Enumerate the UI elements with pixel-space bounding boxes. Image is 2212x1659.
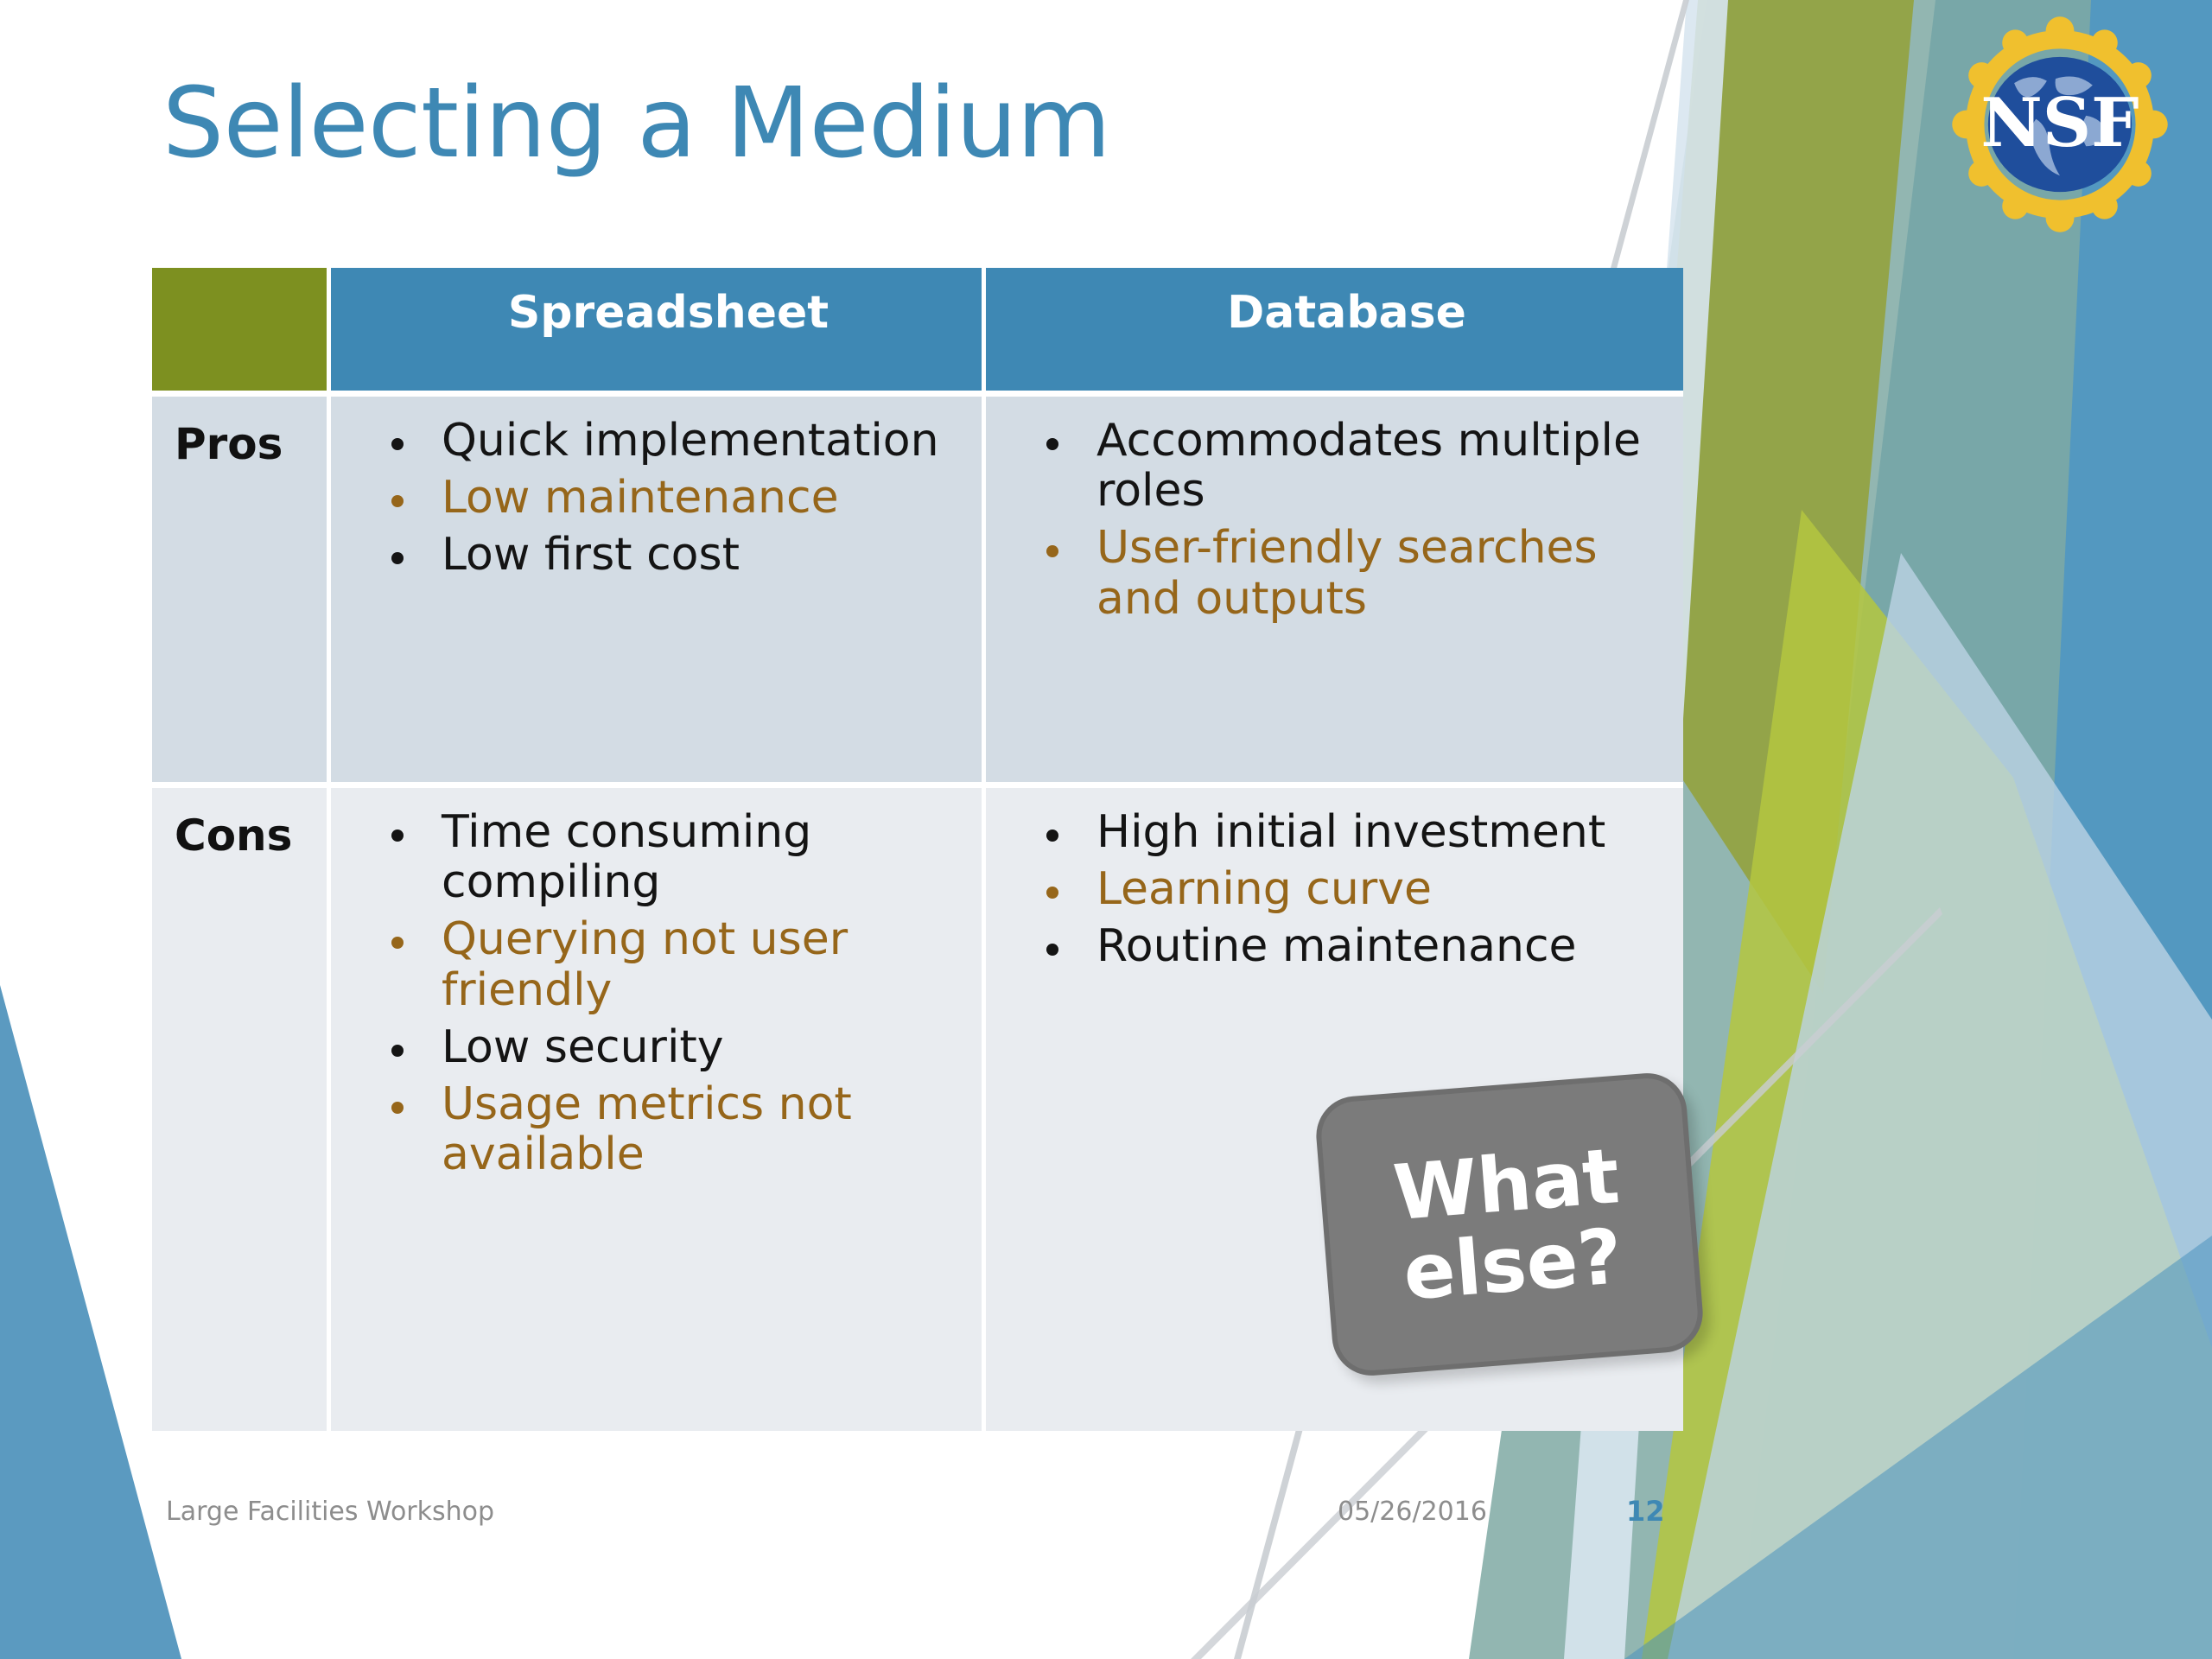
cell-pros-database: Accommodates multiple roles User-friendl…: [986, 391, 1683, 782]
callout-line-2: else?: [1400, 1211, 1625, 1318]
nsf-globe-continents: [2014, 76, 2108, 176]
bullet-list-cons-database: High initial investment Learning curve R…: [986, 788, 1683, 972]
list-item: Low maintenance: [379, 473, 961, 523]
nsf-logo-ring: [1952, 16, 2168, 232]
footer-page-number: 12: [1626, 1495, 1665, 1528]
what-else-callout: What else?: [1313, 1070, 1707, 1379]
list-item: Querying not user friendly: [379, 914, 961, 1015]
page-title: Selecting a Medium: [162, 67, 1111, 180]
list-item: User-friendly searches and outputs: [1034, 523, 1662, 624]
nsf-logo-letters: NSF: [1980, 84, 2139, 162]
bullet-list-pros-database: Accommodates multiple roles User-friendl…: [986, 397, 1683, 624]
list-item: Learning curve: [1034, 864, 1662, 914]
table-row-pros: Pros Quick implementation Low maintenanc…: [152, 391, 1683, 782]
list-item: Accommodates multiple roles: [1034, 416, 1662, 516]
list-item: Low security: [379, 1022, 961, 1072]
table-header-row: Spreadsheet Database: [152, 268, 1683, 391]
list-item: Low first cost: [379, 530, 961, 581]
cell-pros-spreadsheet: Quick implementation Low maintenance Low…: [331, 391, 986, 782]
nsf-logo: NSF: [1952, 16, 2168, 232]
footer-event-name: Large Facilities Workshop: [166, 1497, 495, 1527]
list-item: Routine maintenance: [1034, 921, 1662, 972]
column-header-spreadsheet: Spreadsheet: [331, 268, 986, 391]
bullet-list-pros-spreadsheet: Quick implementation Low maintenance Low…: [331, 397, 982, 581]
deco-blue-bottom: [1624, 1236, 2212, 1659]
list-item: Usage metrics not available: [379, 1079, 961, 1180]
row-label-cons: Cons: [152, 782, 331, 1431]
list-item: High initial investment: [1034, 807, 1662, 857]
footer-date: 05/26/2016: [1338, 1497, 1487, 1527]
deco-lightblue-wedge: [1668, 553, 2212, 1659]
row-label-pros: Pros: [152, 391, 331, 782]
bullet-list-cons-spreadsheet: Time consuming compiling Querying not us…: [331, 788, 982, 1180]
list-item: Time consuming compiling: [379, 807, 961, 907]
column-header-database: Database: [986, 268, 1683, 391]
deco-blue-panel: [1737, 0, 2212, 1659]
cell-cons-spreadsheet: Time consuming compiling Querying not us…: [331, 782, 986, 1431]
list-item: Quick implementation: [379, 416, 961, 466]
table-corner-cell: [152, 268, 331, 391]
deco-olive-ribbon-2: [1642, 510, 2212, 1659]
